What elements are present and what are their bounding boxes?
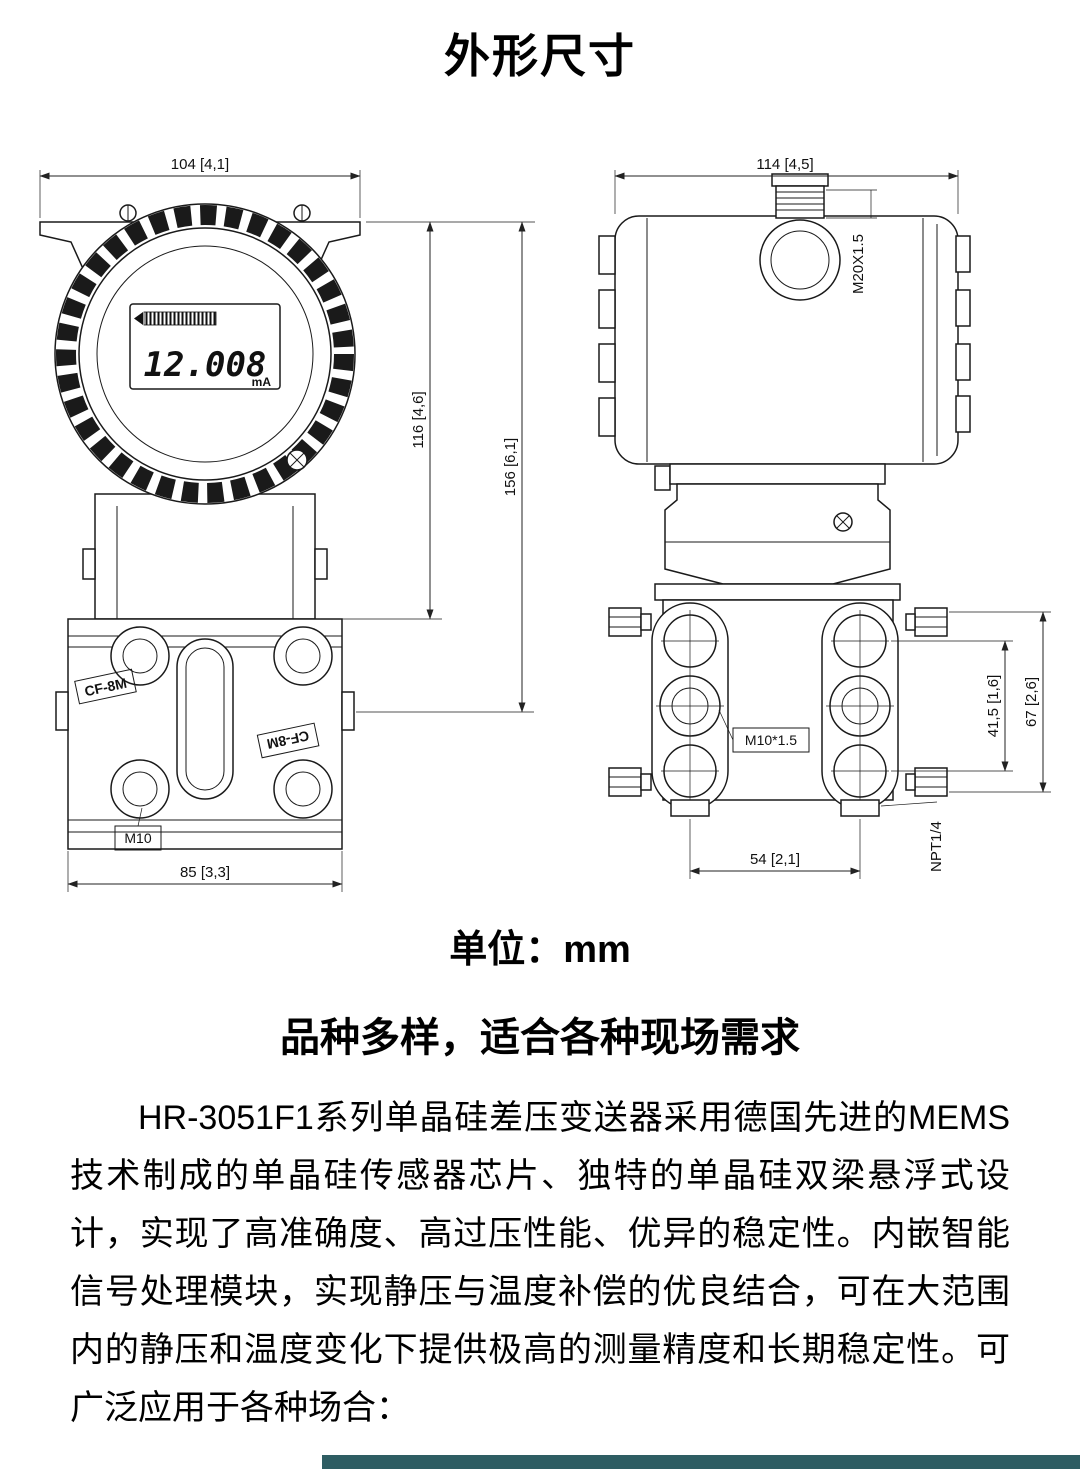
dim-top-width-label: 104 [4,1]: [171, 156, 229, 173]
dim-port-span-label: 54 [2,1]: [750, 851, 800, 868]
side-view-drawing: M20X1.5: [598, 156, 1051, 879]
flange-bolt: [273, 626, 333, 686]
flange-side: M10*1.5: [608, 583, 948, 817]
flange-bolt: [110, 759, 170, 819]
front-view-drawing: 12.008 mA CF-8M: [39, 156, 535, 892]
dim-bolt-span-label: 41,5 [1,6]: [985, 675, 1002, 738]
lcd-display: 12.008 mA: [129, 303, 281, 390]
dimension-drawings: 12.008 mA CF-8M: [0, 144, 1080, 916]
next-section-bar: [322, 1455, 1080, 1469]
page-title: 外形尺寸: [444, 30, 636, 82]
dim-flange-height-label: 67 [2,6]: [1023, 677, 1040, 727]
lcd-bargraph: [143, 311, 217, 326]
flange-bolt: [273, 759, 333, 819]
neck-side: [654, 463, 891, 585]
vent-thread-label: M10*1.5: [745, 732, 797, 748]
vent-thread-callout: M10*1.5: [718, 709, 810, 753]
bolt-thread-label: M10: [124, 830, 151, 846]
lcd-bar-arrow-icon: [134, 312, 143, 325]
center-slot: [176, 638, 234, 800]
conduit-entry: M20X1.5: [759, 173, 877, 301]
description-paragraph: HR-3051F1系列单晶硅差压变送器采用德国先进的MEMS技术制成的单晶硅传感…: [70, 1099, 1010, 1427]
dim-display-height-label: 116 [4,6]: [410, 391, 427, 448]
process-connection-label: NPT1/4: [928, 821, 945, 872]
conduit-thread-label: M20X1.5: [850, 234, 867, 294]
section-heading: 品种多样，适合各种现场需求: [280, 1016, 800, 1060]
transmitter-body: [82, 493, 328, 620]
front-dimensions: 104 [4,1] 116 [4,6] 156 [6,1] 85 [3,3]: [39, 156, 535, 892]
lcd-value: 12.008: [144, 345, 267, 385]
flange-front: CF-8M CF-8M M10: [55, 618, 355, 851]
side-dimensions: 114 [4,5] 41,5 [1,6] 67 [2,6] 54 [2,1] N…: [614, 156, 1051, 879]
unit-label: 单位：mm: [449, 929, 631, 971]
dim-total-height-label: 156 [6,1]: [502, 438, 519, 496]
dim-top-width-label: 114 [4,5]: [756, 156, 813, 173]
dim-bottom-width-label: 85 [3,3]: [180, 864, 230, 881]
bolt-thread-callout: M10: [114, 807, 162, 851]
lcd-unit-label: mA: [252, 375, 272, 389]
housing-side: [598, 215, 971, 465]
